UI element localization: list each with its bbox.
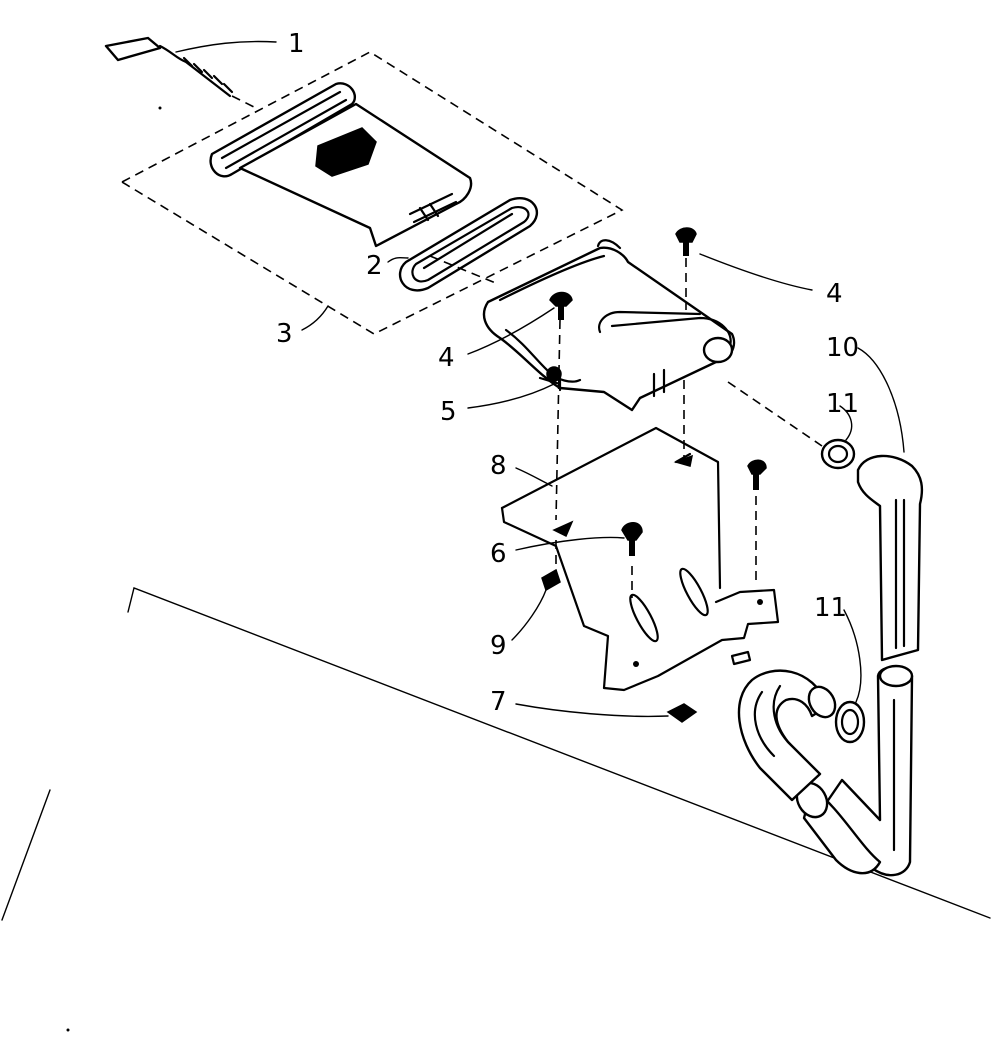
callout-4-left: 4 <box>438 343 455 373</box>
callout-11-upper: 11 <box>826 389 859 419</box>
callout-11-lower: 11 <box>814 593 847 623</box>
callout-1: 1 <box>288 29 305 59</box>
callout-8: 8 <box>490 451 507 481</box>
part-11-clamp-upper <box>820 438 856 470</box>
part-10-hose <box>737 454 924 877</box>
callout-labels: 1 2 3 4 4 5 6 7 8 9 10 11 11 <box>276 29 859 717</box>
part-3-filter-pad <box>209 82 473 248</box>
part-5-housing <box>482 239 736 412</box>
part-2-gasket <box>398 197 539 292</box>
reference-lines <box>1 106 991 1032</box>
part-8-plate <box>500 426 780 692</box>
callout-10: 10 <box>826 333 859 363</box>
alignment-lines <box>429 255 823 580</box>
callout-4-right: 4 <box>826 279 843 309</box>
part-11-clamp-lower <box>834 700 866 744</box>
leader-lines <box>175 40 905 718</box>
callout-6: 6 <box>490 539 507 569</box>
part-6-screws <box>552 459 767 598</box>
part-4-screw-left <box>549 291 573 320</box>
callout-2: 2 <box>366 251 383 281</box>
part-7-clip <box>666 703 698 723</box>
callout-5: 5 <box>440 397 457 427</box>
part-9-clip <box>541 568 561 592</box>
callout-3: 3 <box>276 319 293 349</box>
callout-7: 7 <box>490 687 507 717</box>
part-4-screw-right <box>675 227 697 310</box>
callout-9: 9 <box>490 631 507 661</box>
part-3-panel-outline <box>120 51 624 335</box>
part-1-cord <box>104 36 257 109</box>
